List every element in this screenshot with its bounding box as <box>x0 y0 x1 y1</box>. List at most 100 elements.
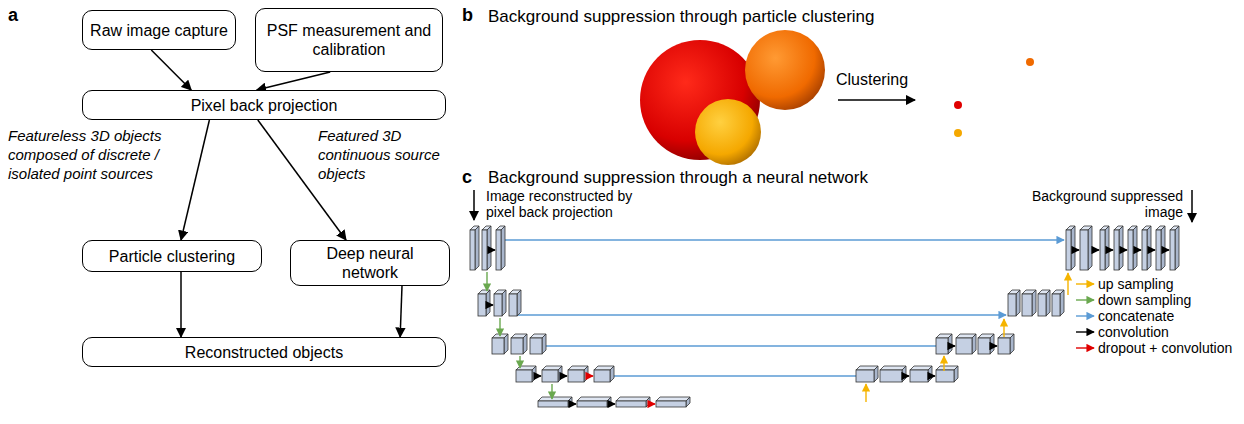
net-arrow <box>906 375 909 376</box>
layer-block <box>998 338 1010 354</box>
layer-block <box>1032 290 1036 316</box>
layer-block <box>584 366 588 382</box>
layer-block <box>538 401 568 407</box>
layer-block <box>1008 294 1016 316</box>
clustering-arrow <box>838 99 915 101</box>
net-arrow <box>1076 331 1094 332</box>
process-box: Reconstructed objects <box>82 337 446 367</box>
layer-block <box>880 370 902 382</box>
layer-block <box>494 294 502 316</box>
flow-arrow <box>257 72 330 90</box>
layer-block <box>978 338 990 354</box>
yellow-particle <box>695 99 761 165</box>
net-arrow <box>1123 249 1127 250</box>
layer-block <box>558 366 562 382</box>
layer-block <box>1142 230 1147 270</box>
net-arrow <box>536 375 541 376</box>
layer-block <box>1088 226 1092 270</box>
layer-block <box>538 397 572 401</box>
layer-block <box>1170 230 1175 270</box>
layer-block <box>511 338 523 354</box>
orange-particle <box>745 30 825 110</box>
output-arrow <box>1191 190 1193 222</box>
net-arrow <box>1151 249 1155 250</box>
net-arrow <box>611 403 615 404</box>
layer-block <box>496 230 501 270</box>
layer-block <box>1060 290 1064 316</box>
layer-block <box>616 401 646 407</box>
net-arrow <box>1076 315 1094 316</box>
legend-text: dropout + convolution <box>1098 340 1232 356</box>
process-box: Deep neural network <box>290 240 450 286</box>
layer-block <box>1100 230 1105 270</box>
layer-block <box>1010 334 1014 354</box>
layer-block <box>656 397 690 401</box>
layer-block <box>577 397 611 401</box>
layer-block <box>910 370 928 382</box>
layer-block <box>1128 230 1133 270</box>
layer-block <box>577 401 607 407</box>
layer-block <box>542 370 558 382</box>
flow-arrow <box>151 50 191 90</box>
layer-block <box>568 397 572 407</box>
flow-arrow <box>181 120 209 240</box>
layer-block <box>470 230 475 270</box>
layer-block <box>504 334 508 354</box>
layer-block <box>517 290 521 316</box>
text-label: Background suppression through particle … <box>488 7 948 27</box>
net-arrow <box>588 375 593 376</box>
text-label: Background suppression through a neural … <box>488 168 948 188</box>
net-arrow <box>994 345 997 346</box>
text-label: Image reconstructed by pixel back projec… <box>486 188 658 220</box>
net-arrow <box>1067 273 1068 295</box>
layer-block <box>1119 226 1123 270</box>
flow-arrow <box>180 272 182 337</box>
net-arrow <box>562 375 567 376</box>
input-arrow <box>473 190 475 220</box>
layer-block <box>1038 294 1046 316</box>
layer-block <box>928 366 932 382</box>
orange-point <box>1026 58 1034 66</box>
net-arrow <box>952 345 955 346</box>
net-arrow <box>551 384 552 399</box>
box-text: Reconstructed objects <box>185 343 343 362</box>
layer-block <box>874 366 878 382</box>
layer-block <box>856 370 874 382</box>
layer-block <box>486 290 490 316</box>
layer-block <box>509 294 517 316</box>
layer-block <box>482 230 487 270</box>
layer-block <box>686 397 690 407</box>
layer-block <box>656 401 686 407</box>
net-arrow <box>1076 347 1094 348</box>
layer-block <box>1105 226 1109 270</box>
net-arrow <box>865 384 866 402</box>
net-arrow <box>572 403 576 404</box>
layer-block <box>646 397 650 407</box>
layer-block <box>478 294 486 316</box>
layer-block <box>1080 230 1088 270</box>
net-arrow <box>1076 299 1094 300</box>
layer-block <box>607 397 611 407</box>
layer-block <box>1066 230 1071 270</box>
net-arrow <box>490 304 493 305</box>
process-box: Raw image capture <box>82 10 236 50</box>
layer-block <box>936 370 954 382</box>
box-text: PSF measurement and calibration <box>262 21 436 59</box>
layer-block <box>502 290 506 316</box>
panel-letter: c <box>462 166 482 188</box>
layer-block <box>1133 226 1137 270</box>
legend-text: concatenate <box>1098 308 1174 324</box>
layer-block <box>902 366 906 382</box>
layer-block <box>1016 290 1020 316</box>
edge-label: Featureless 3D objects composed of discr… <box>8 126 188 183</box>
box-text: Raw image capture <box>90 21 228 40</box>
net-arrow <box>1165 249 1169 250</box>
layer-block <box>1052 294 1060 316</box>
layer-block <box>475 226 479 270</box>
net-arrow <box>1092 249 1099 250</box>
layer-block <box>1071 226 1075 270</box>
layer-block <box>972 334 976 354</box>
layer-block <box>492 338 504 354</box>
panel-letter: a <box>8 4 28 26</box>
net-arrow <box>502 239 1064 240</box>
